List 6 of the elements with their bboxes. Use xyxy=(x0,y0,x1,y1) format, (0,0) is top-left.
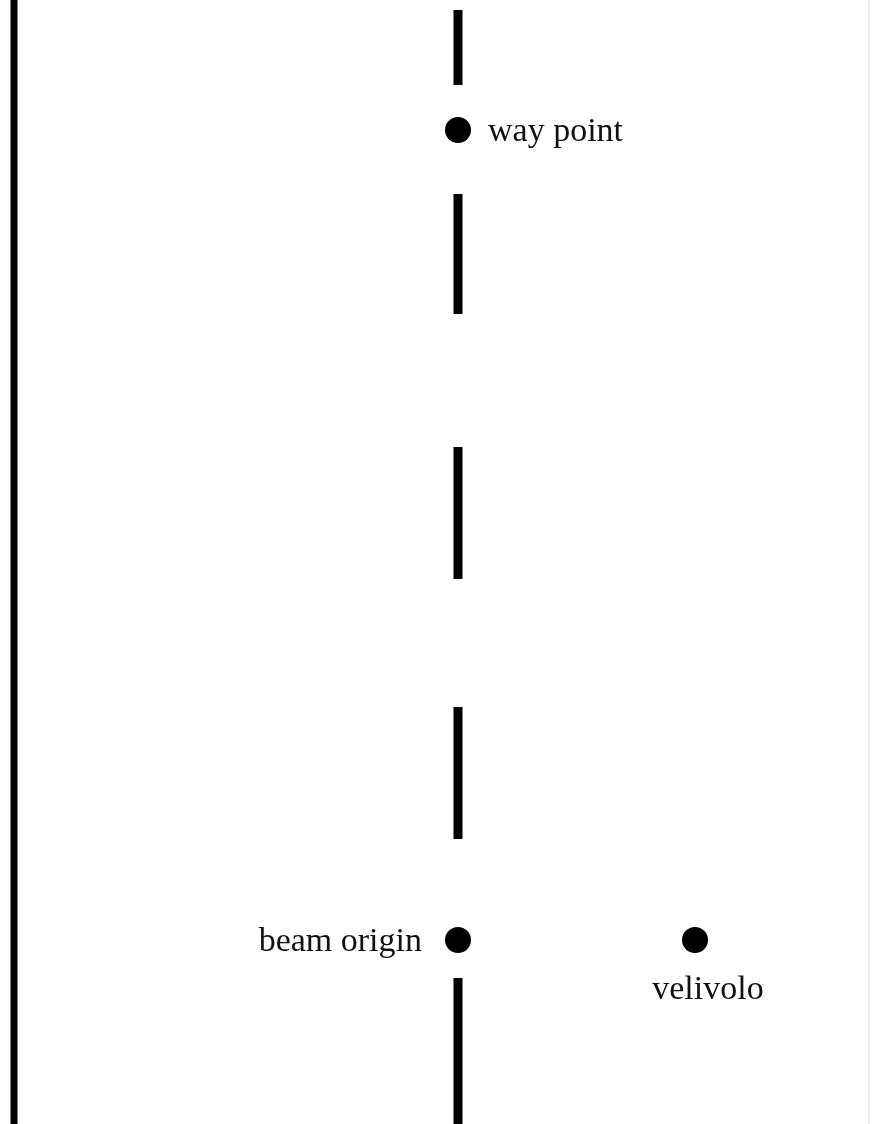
point-dot xyxy=(445,927,471,953)
point-label: beam origin xyxy=(258,920,422,960)
point-dot xyxy=(445,117,471,143)
point-dot xyxy=(682,927,708,953)
point-label: velivolo xyxy=(652,968,764,1008)
point-label: way point xyxy=(488,110,624,150)
